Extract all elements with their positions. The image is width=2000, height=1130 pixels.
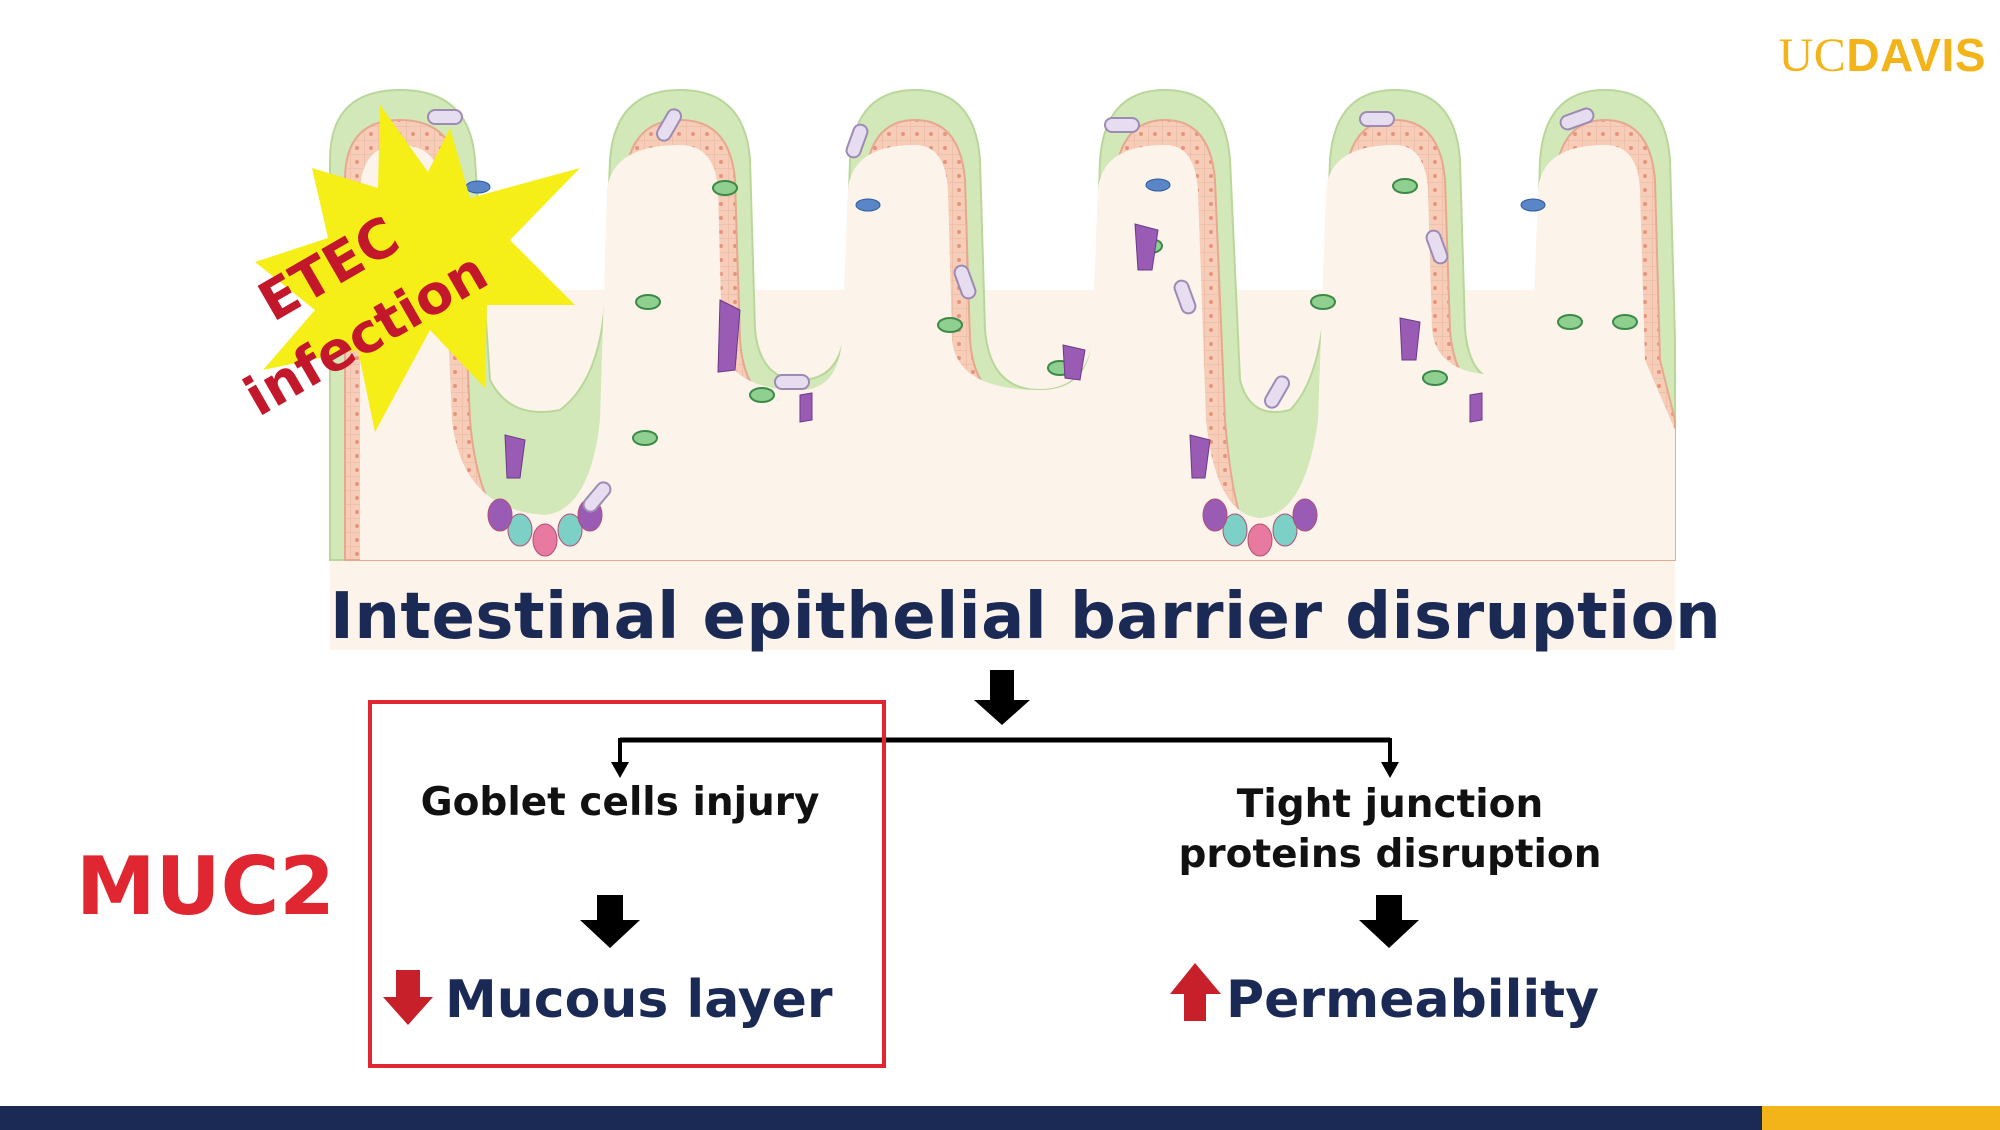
footer-bar-gold [1762, 1106, 2000, 1130]
tight-junction-line2: proteins disruption [1178, 832, 1602, 877]
footer-bar-navy [0, 1106, 1762, 1130]
right-down-arrow [1359, 895, 1419, 948]
diagram-title: Intestinal epithelial barrier disruption [330, 580, 1722, 654]
logo-davis: DAVIS [1846, 29, 1986, 81]
crypt-cells-left [487, 498, 603, 557]
branch-left-arrowhead [611, 762, 629, 778]
permeability-increase-arrow [1170, 963, 1221, 1021]
mucous-layer-label: Mucous layer [445, 970, 833, 1030]
lamina-propria [360, 145, 1675, 560]
tight-junction-line1: Tight junction [1236, 782, 1544, 827]
etec-burst-shape [255, 105, 580, 432]
goblet-cells-injury-label: Goblet cells injury [420, 780, 820, 825]
muc2-highlight-box [368, 700, 886, 1068]
tuft-cells [504, 223, 1483, 479]
branch-right-arrowhead [1381, 762, 1399, 778]
left-down-arrow [580, 895, 640, 948]
mucous-decrease-arrow [383, 970, 433, 1025]
main-down-arrow [974, 670, 1030, 725]
muc2-label: MUC2 [76, 840, 335, 933]
flow-connectors [580, 670, 1419, 948]
tight-junction-label: Tight junction proteins disruption [1120, 780, 1660, 880]
ucdavis-logo: UCDAVIS [1779, 28, 1986, 83]
permeability-label: Permeability [1226, 970, 1600, 1030]
blue-cells [465, 178, 1546, 212]
logo-uc: UC [1778, 29, 1847, 82]
crypt-cells-right [1202, 498, 1318, 557]
etec-bacteria [427, 107, 1595, 513]
